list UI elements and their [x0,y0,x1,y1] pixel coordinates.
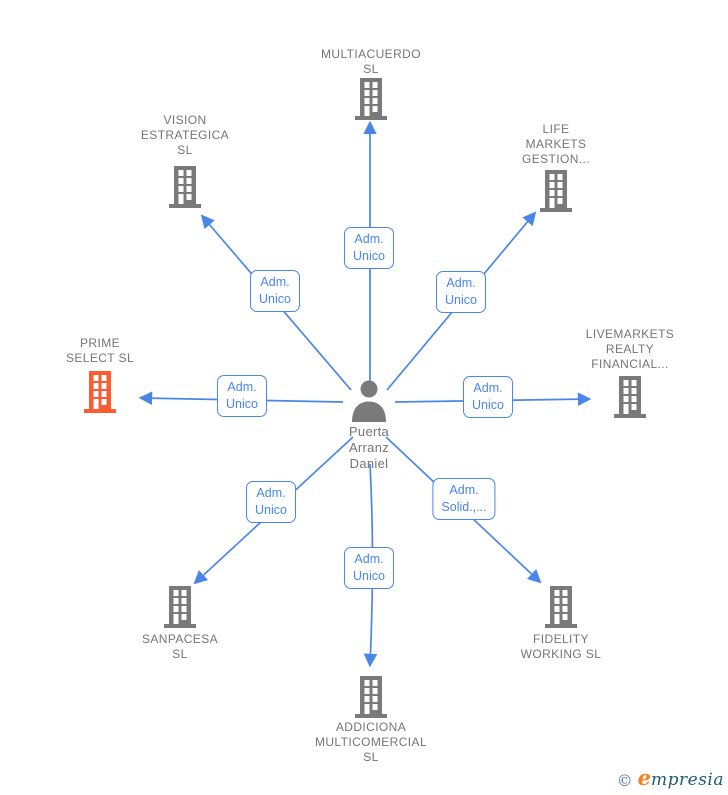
company-node-fidelity[interactable]: FIDELITY WORKING SL [476,586,646,662]
edge-label-sanpacesa: Adm. Unico [246,481,296,523]
building-icon [614,376,646,418]
copyright-icon: © [616,771,633,790]
edge-label-livemarkets: Adm. Unico [463,376,513,418]
building-icon [545,586,577,628]
edge-label-life-markets: Adm. Unico [436,271,486,313]
logo-initial: e [637,765,651,790]
building-icon [169,166,201,208]
building-icon [164,586,196,628]
edge-label-vision-estrategica: Adm. Unico [250,270,300,312]
person-name: Puerta Arranz Daniel [348,424,390,471]
building-icon [540,170,572,212]
company-label: MULTIACUERDO SL [321,47,421,76]
company-label: LIFE MARKETS GESTION... [521,122,590,166]
company-label: ADDICIONA MULTICOMERCIAL SL [314,720,428,764]
company-node-addiciona[interactable]: ADDICIONA MULTICOMERCIAL SL [286,676,456,765]
edge-label-fidelity: Adm. Solid.,... [432,478,496,520]
company-node-sanpacesa[interactable]: SANPACESA SL [95,586,265,662]
empresia-logo[interactable]: ©empresia [617,765,724,790]
company-label: VISION ESTRATEGICA SL [140,113,230,157]
edge-label-multiacuerdo: Adm. Unico [344,227,394,269]
company-label: SANPACESA SL [141,632,219,661]
company-node-multiacuerdo[interactable]: MULTIACUERDO SL [286,47,456,121]
edge-label-prime-select: Adm. Unico [217,375,267,417]
building-icon-accent [84,371,116,413]
company-label: PRIME SELECT SL [65,336,135,365]
logo-text: mpresia [651,770,724,790]
company-node-livemarkets[interactable]: LIVEMARKETS REALTY FINANCIAL... [545,327,715,418]
company-label: LIVEMARKETS REALTY FINANCIAL... [585,327,675,371]
building-icon [355,78,387,120]
company-label: FIDELITY WORKING SL [520,632,602,661]
person-node-puerta-arranz-daniel[interactable]: Puerta Arranz Daniel [269,380,469,472]
company-node-life-markets[interactable]: LIFE MARKETS GESTION... [471,122,641,212]
edge-label-addiciona: Adm. Unico [344,547,394,589]
company-node-vision-estrategica[interactable]: VISION ESTRATEGICA SL [100,113,270,208]
building-icon [355,676,387,718]
company-node-prime-select[interactable]: PRIME SELECT SL [15,336,185,413]
person-icon [352,380,386,422]
